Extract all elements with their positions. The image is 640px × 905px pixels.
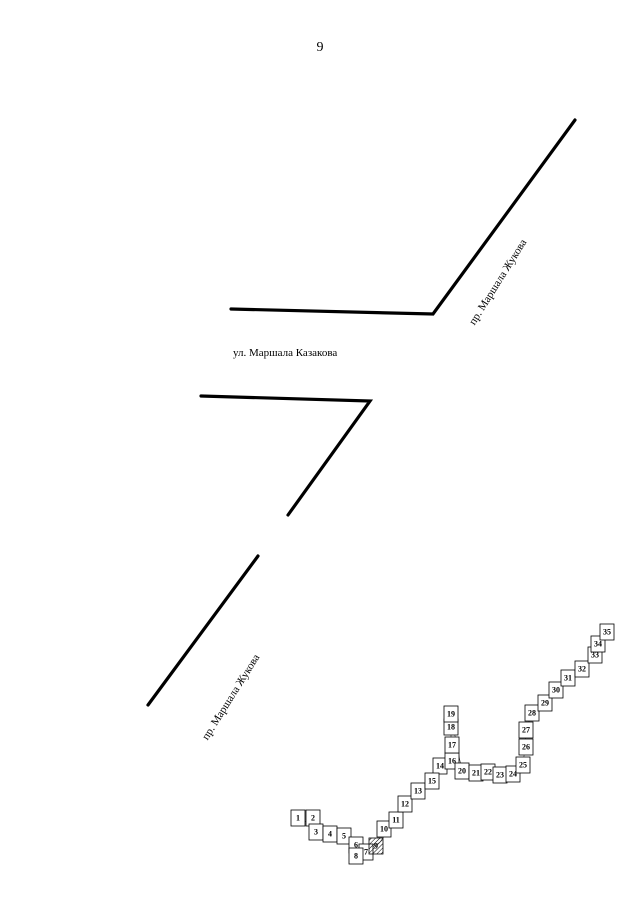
plot-box xyxy=(336,827,352,845)
plot-32: 32 xyxy=(574,660,590,678)
plot-box xyxy=(368,837,384,855)
plot-box xyxy=(548,681,564,699)
plot-number: 30 xyxy=(552,686,560,695)
plot-30: 30 xyxy=(548,681,564,699)
plot-number: 7 xyxy=(364,848,368,857)
plot-11: 11 xyxy=(388,811,404,829)
plot-box xyxy=(290,809,306,827)
plot-box xyxy=(443,705,459,723)
plot-box xyxy=(518,721,534,739)
plot-number: 27 xyxy=(522,726,530,735)
plot-25: 25 xyxy=(515,756,531,774)
plot-number: 21 xyxy=(472,769,480,778)
plot-23: 23 xyxy=(492,766,508,784)
plot-4: 4 xyxy=(322,825,338,843)
plot-number: 20 xyxy=(458,767,466,776)
plot-19: 19 xyxy=(443,705,459,723)
plot-box xyxy=(424,772,440,790)
plot-18: 18 xyxy=(443,718,459,736)
plot-number: 3 xyxy=(314,828,318,837)
plot-number: 14 xyxy=(436,762,444,771)
plot-27: 27 xyxy=(518,721,534,739)
plot-box xyxy=(410,782,426,800)
plot-8: 8 xyxy=(348,847,364,865)
plot-15: 15 xyxy=(424,772,440,790)
plot-number: 8 xyxy=(354,852,358,861)
plot-28: 28 xyxy=(524,704,540,722)
plot-number: 25 xyxy=(519,761,527,770)
plot-number: 1 xyxy=(296,814,300,823)
plot-29: 29 xyxy=(537,694,553,712)
plot-box xyxy=(348,847,364,865)
plot-number: 9 xyxy=(374,842,378,851)
plot-number: 6 xyxy=(354,841,358,850)
road-zhukova-lower xyxy=(146,554,260,707)
plot-box xyxy=(397,795,413,813)
plot-number: 23 xyxy=(496,771,504,780)
plot-number: 33 xyxy=(591,651,599,660)
plot-1: 1 xyxy=(290,809,306,827)
plot-box xyxy=(388,811,404,829)
plot-number: 31 xyxy=(564,674,572,683)
plot-number: 19 xyxy=(447,710,455,719)
plot-20: 20 xyxy=(454,762,470,780)
plot-10: 10 xyxy=(376,820,392,838)
plot-number: 29 xyxy=(541,699,549,708)
plot-number: 10 xyxy=(380,825,388,834)
plot-box xyxy=(376,820,392,838)
plot-2: 2 xyxy=(305,809,321,827)
plot-9: 9 xyxy=(368,837,384,855)
plot-3: 3 xyxy=(308,823,324,841)
plot-number: 28 xyxy=(528,709,536,718)
plot-number: 5 xyxy=(342,832,346,841)
plot-26: 26 xyxy=(518,738,534,756)
plot-number: 35 xyxy=(603,628,611,637)
plot-17: 17 xyxy=(444,736,460,754)
plot-13: 13 xyxy=(410,782,426,800)
plot-number: 26 xyxy=(522,743,530,752)
plot-12: 12 xyxy=(397,795,413,813)
plot-number: 24 xyxy=(509,770,517,779)
page-number: 9 xyxy=(316,40,324,55)
plot-number: 11 xyxy=(392,816,400,825)
plot-box xyxy=(524,704,540,722)
road-kazakova-upper xyxy=(229,118,577,316)
plot-number: 2 xyxy=(311,814,315,823)
plot-number: 32 xyxy=(578,665,586,674)
plot-number: 34 xyxy=(594,640,602,649)
plot-number: 16 xyxy=(448,757,456,766)
plot-box xyxy=(537,694,553,712)
plot-box xyxy=(444,736,460,754)
plot-number: 22 xyxy=(484,768,492,777)
plot-number: 15 xyxy=(428,777,436,786)
plot-35: 35 xyxy=(599,623,615,641)
plot-box xyxy=(574,660,590,678)
plot-number: 13 xyxy=(414,787,422,796)
plot-box xyxy=(599,623,615,641)
plot-31: 31 xyxy=(560,669,576,687)
plot-box xyxy=(515,756,531,774)
plot-box xyxy=(560,669,576,687)
plot-number: 4 xyxy=(328,830,332,839)
plot-number: 18 xyxy=(447,723,455,732)
street-label-kazakova: ул. Маршала Казакова xyxy=(233,347,338,359)
plot-5: 5 xyxy=(336,827,352,845)
plot-number: 12 xyxy=(401,800,409,809)
road-kazakova-lower xyxy=(199,394,374,517)
plot-number: 17 xyxy=(448,741,456,750)
plot-box xyxy=(518,738,534,756)
